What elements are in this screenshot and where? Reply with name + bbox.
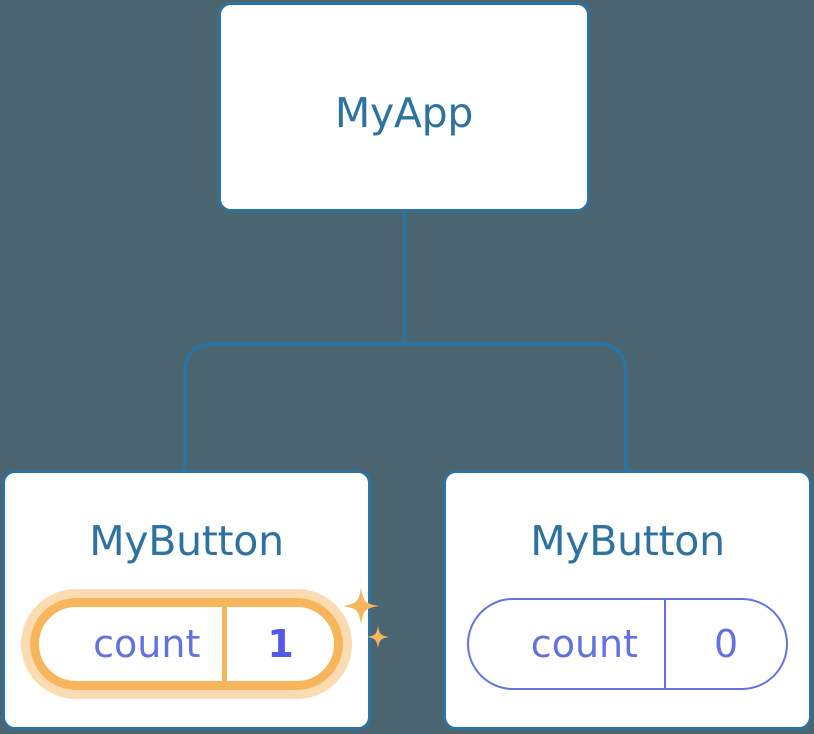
connector-branch-right	[404, 342, 628, 472]
node-title-myapp: MyApp	[334, 89, 474, 137]
sparkle-large-icon	[342, 588, 379, 624]
state-value-1: 1	[267, 622, 294, 666]
state-pill-holder-1: count 1	[21, 588, 389, 699]
node-card-myapp[interactable]: MyApp	[218, 2, 590, 212]
connector-branch-left	[183, 342, 405, 472]
state-pill-divider-2	[664, 600, 667, 688]
sparkles-group	[342, 588, 389, 648]
state-pill-holder-2: count 0	[466, 598, 789, 690]
sparkle-small-icon	[366, 626, 389, 648]
state-pill-wrap-1: count 1	[5, 588, 389, 699]
state-pill-divider-1	[222, 607, 228, 681]
state-pill-2[interactable]: count 0	[466, 598, 789, 690]
state-key-1: count	[93, 622, 201, 666]
node-card-mybutton-2[interactable]: MyButton count 0	[443, 470, 812, 730]
state-value-2: 0	[714, 622, 739, 666]
node-title-mybutton-2: MyButton	[530, 517, 725, 565]
state-pill-1[interactable]: count 1	[30, 598, 343, 690]
state-key-2: count	[530, 622, 639, 666]
state-pill-wrap-2: count 0	[446, 598, 809, 690]
node-card-mybutton-1[interactable]: MyButton count 1	[2, 470, 389, 730]
node-title-mybutton-1: MyButton	[89, 517, 284, 565]
